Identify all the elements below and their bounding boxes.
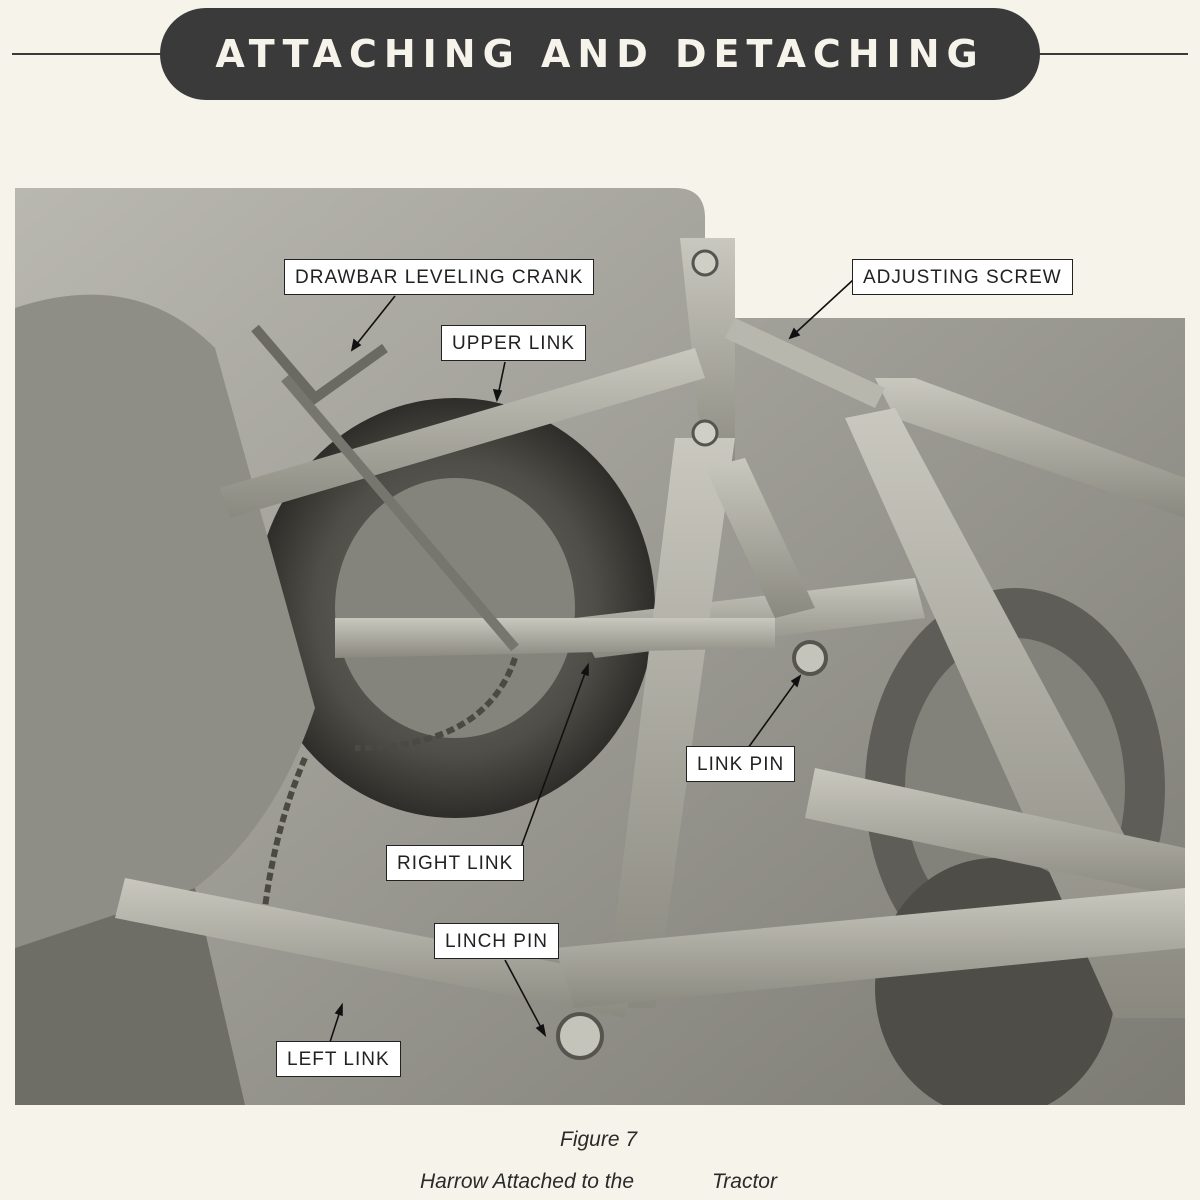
lift-rod bbox=[281, 374, 519, 652]
tractor-body bbox=[15, 294, 315, 949]
callout-left-link: LEFT LINK bbox=[276, 1041, 401, 1077]
callout-right-link: RIGHT LINK bbox=[386, 845, 525, 881]
figure-caption-right: Tractor bbox=[712, 1170, 777, 1193]
leveling-crank-rod bbox=[251, 324, 388, 405]
header-rule-right bbox=[1038, 53, 1188, 55]
tractor-fender bbox=[15, 888, 245, 1105]
linch-pin-shape bbox=[556, 1012, 604, 1060]
upper-link-bar bbox=[220, 348, 705, 518]
figure-caption-left: Harrow Attached to the bbox=[420, 1170, 634, 1193]
callout-upper-link: UPPER LINK bbox=[441, 325, 586, 361]
section-title: ATTACHING AND DETACHING bbox=[215, 32, 985, 76]
mast-left-leg bbox=[605, 438, 735, 1008]
harrow-frame-top bbox=[875, 378, 1185, 518]
callout-drawbar-leveling-crank: DRAWBAR LEVELING CRANK bbox=[284, 259, 595, 295]
mast-bolt bbox=[691, 249, 719, 277]
harrow-bottom-bar bbox=[555, 888, 1185, 1008]
callout-adjusting-screw: ADJUSTING SCREW bbox=[852, 259, 1073, 295]
callout-link-pin: LINK PIN bbox=[686, 746, 796, 782]
harrow-photo bbox=[15, 188, 1185, 1105]
callout-linch-pin: LINCH PIN bbox=[434, 923, 559, 959]
right-link-bar bbox=[335, 618, 775, 658]
link-pin-shape bbox=[792, 640, 828, 676]
header-rule-left bbox=[12, 53, 162, 55]
wheel-hub bbox=[335, 478, 575, 738]
mast-right-leg bbox=[705, 458, 815, 618]
mast-upright bbox=[680, 238, 735, 478]
mast-bolt-lower bbox=[691, 419, 719, 447]
adjusting-screw-shaft bbox=[725, 318, 885, 408]
figure-number: Figure 7 bbox=[560, 1128, 638, 1151]
check-chain-right bbox=[354, 657, 518, 751]
section-header: ATTACHING AND DETACHING bbox=[160, 8, 1040, 100]
harrow-frame-cross bbox=[805, 768, 1185, 898]
harrow-illustration bbox=[15, 188, 1185, 1105]
check-chain-left bbox=[262, 756, 308, 909]
